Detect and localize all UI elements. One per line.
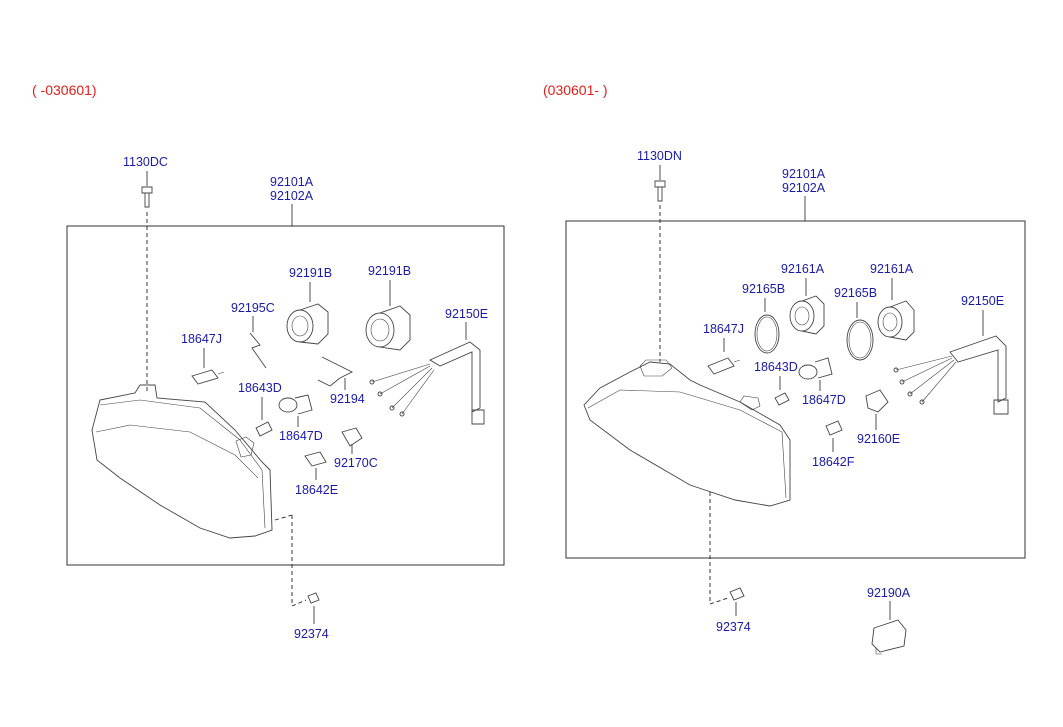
left-socket-part (341, 427, 363, 454)
left-version-group: ( -030601) 1130DC 92101A 92102A 92191B (32, 82, 505, 641)
left-cap-b-part (365, 305, 411, 351)
right-assembly-box (565, 220, 1026, 559)
right-bolt-part (654, 165, 666, 362)
left-version-label[interactable]: ( -030601) (32, 82, 97, 98)
right-bulb-d43-label[interactable]: 18643D (754, 360, 798, 374)
left-screw-part (291, 592, 320, 607)
left-bulb-j-part (191, 348, 225, 385)
left-bolt-part (141, 171, 153, 392)
left-harness-part (369, 322, 485, 425)
left-assembly-label-2[interactable]: 92102A (270, 189, 314, 203)
right-bulb-d47-label[interactable]: 18647D (802, 393, 846, 407)
right-cap-a-label[interactable]: 92161A (781, 262, 825, 276)
right-cap-b-label[interactable]: 92161A (870, 262, 914, 276)
right-version-label[interactable]: (030601- ) (543, 82, 608, 98)
left-screw-label[interactable]: 92374 (294, 627, 329, 641)
left-cap-a-label[interactable]: 92191B (289, 266, 332, 280)
right-cap-b-part (877, 278, 915, 341)
left-cap-a-part (286, 303, 329, 345)
left-bulb-j-label[interactable]: 18647J (181, 332, 222, 346)
right-bulb-j-part (707, 338, 741, 375)
right-actuator-label[interactable]: 92190A (867, 586, 911, 600)
right-harness-part (893, 310, 1009, 415)
left-socket-label[interactable]: 92170C (334, 456, 378, 470)
right-cap-a-part (789, 278, 825, 335)
left-cap-b-label[interactable]: 92191B (368, 264, 411, 278)
left-bulb-e-label[interactable]: 18642E (295, 483, 338, 497)
right-bolt-label[interactable]: 1130DN (637, 149, 682, 163)
left-spring-label[interactable]: 92194 (330, 392, 365, 406)
right-ring-b-part (846, 302, 874, 361)
right-harness-label[interactable]: 92150E (961, 294, 1004, 308)
right-socket-label[interactable]: 92160E (857, 432, 900, 446)
right-version-group: (030601- ) 1130DN 92101A 92102A 92165B 9… (543, 82, 1026, 655)
right-assembly-label-1[interactable]: 92101A (782, 167, 826, 181)
right-screw-part (709, 587, 745, 605)
right-ring-a-label[interactable]: 92165B (742, 282, 785, 296)
left-clip-label[interactable]: 92195C (231, 301, 275, 315)
right-bulb-j-label[interactable]: 18647J (703, 322, 744, 336)
left-bulb-d47-part (278, 394, 313, 427)
right-screw-label[interactable]: 92374 (716, 620, 751, 634)
left-spring-part (317, 356, 354, 390)
left-assembly-box (66, 225, 505, 566)
left-bulb-d43-label[interactable]: 18643D (238, 381, 282, 395)
left-bulb-d47-label[interactable]: 18647D (279, 429, 323, 443)
right-ring-b-label[interactable]: 92165B (834, 286, 877, 300)
right-bulb-f-label[interactable]: 18642F (812, 455, 855, 469)
right-assembly-label-2[interactable]: 92102A (782, 181, 826, 195)
right-actuator-part (871, 601, 907, 655)
left-bulb-e-part (304, 451, 327, 480)
left-clip-part (249, 316, 267, 369)
left-harness-label[interactable]: 92150E (445, 307, 488, 321)
right-bulb-f-part (825, 420, 843, 452)
right-bulb-d43-part (774, 376, 790, 406)
left-headlamp-housing (91, 384, 293, 606)
right-headlamp-housing (583, 359, 791, 604)
right-socket-part (865, 389, 889, 430)
left-bolt-label[interactable]: 1130DC (123, 155, 168, 169)
left-bulb-d43-part (255, 397, 273, 437)
right-bulb-d47-part (798, 357, 833, 391)
left-assembly-label-1[interactable]: 92101A (270, 175, 314, 189)
right-ring-a-part (754, 298, 780, 354)
